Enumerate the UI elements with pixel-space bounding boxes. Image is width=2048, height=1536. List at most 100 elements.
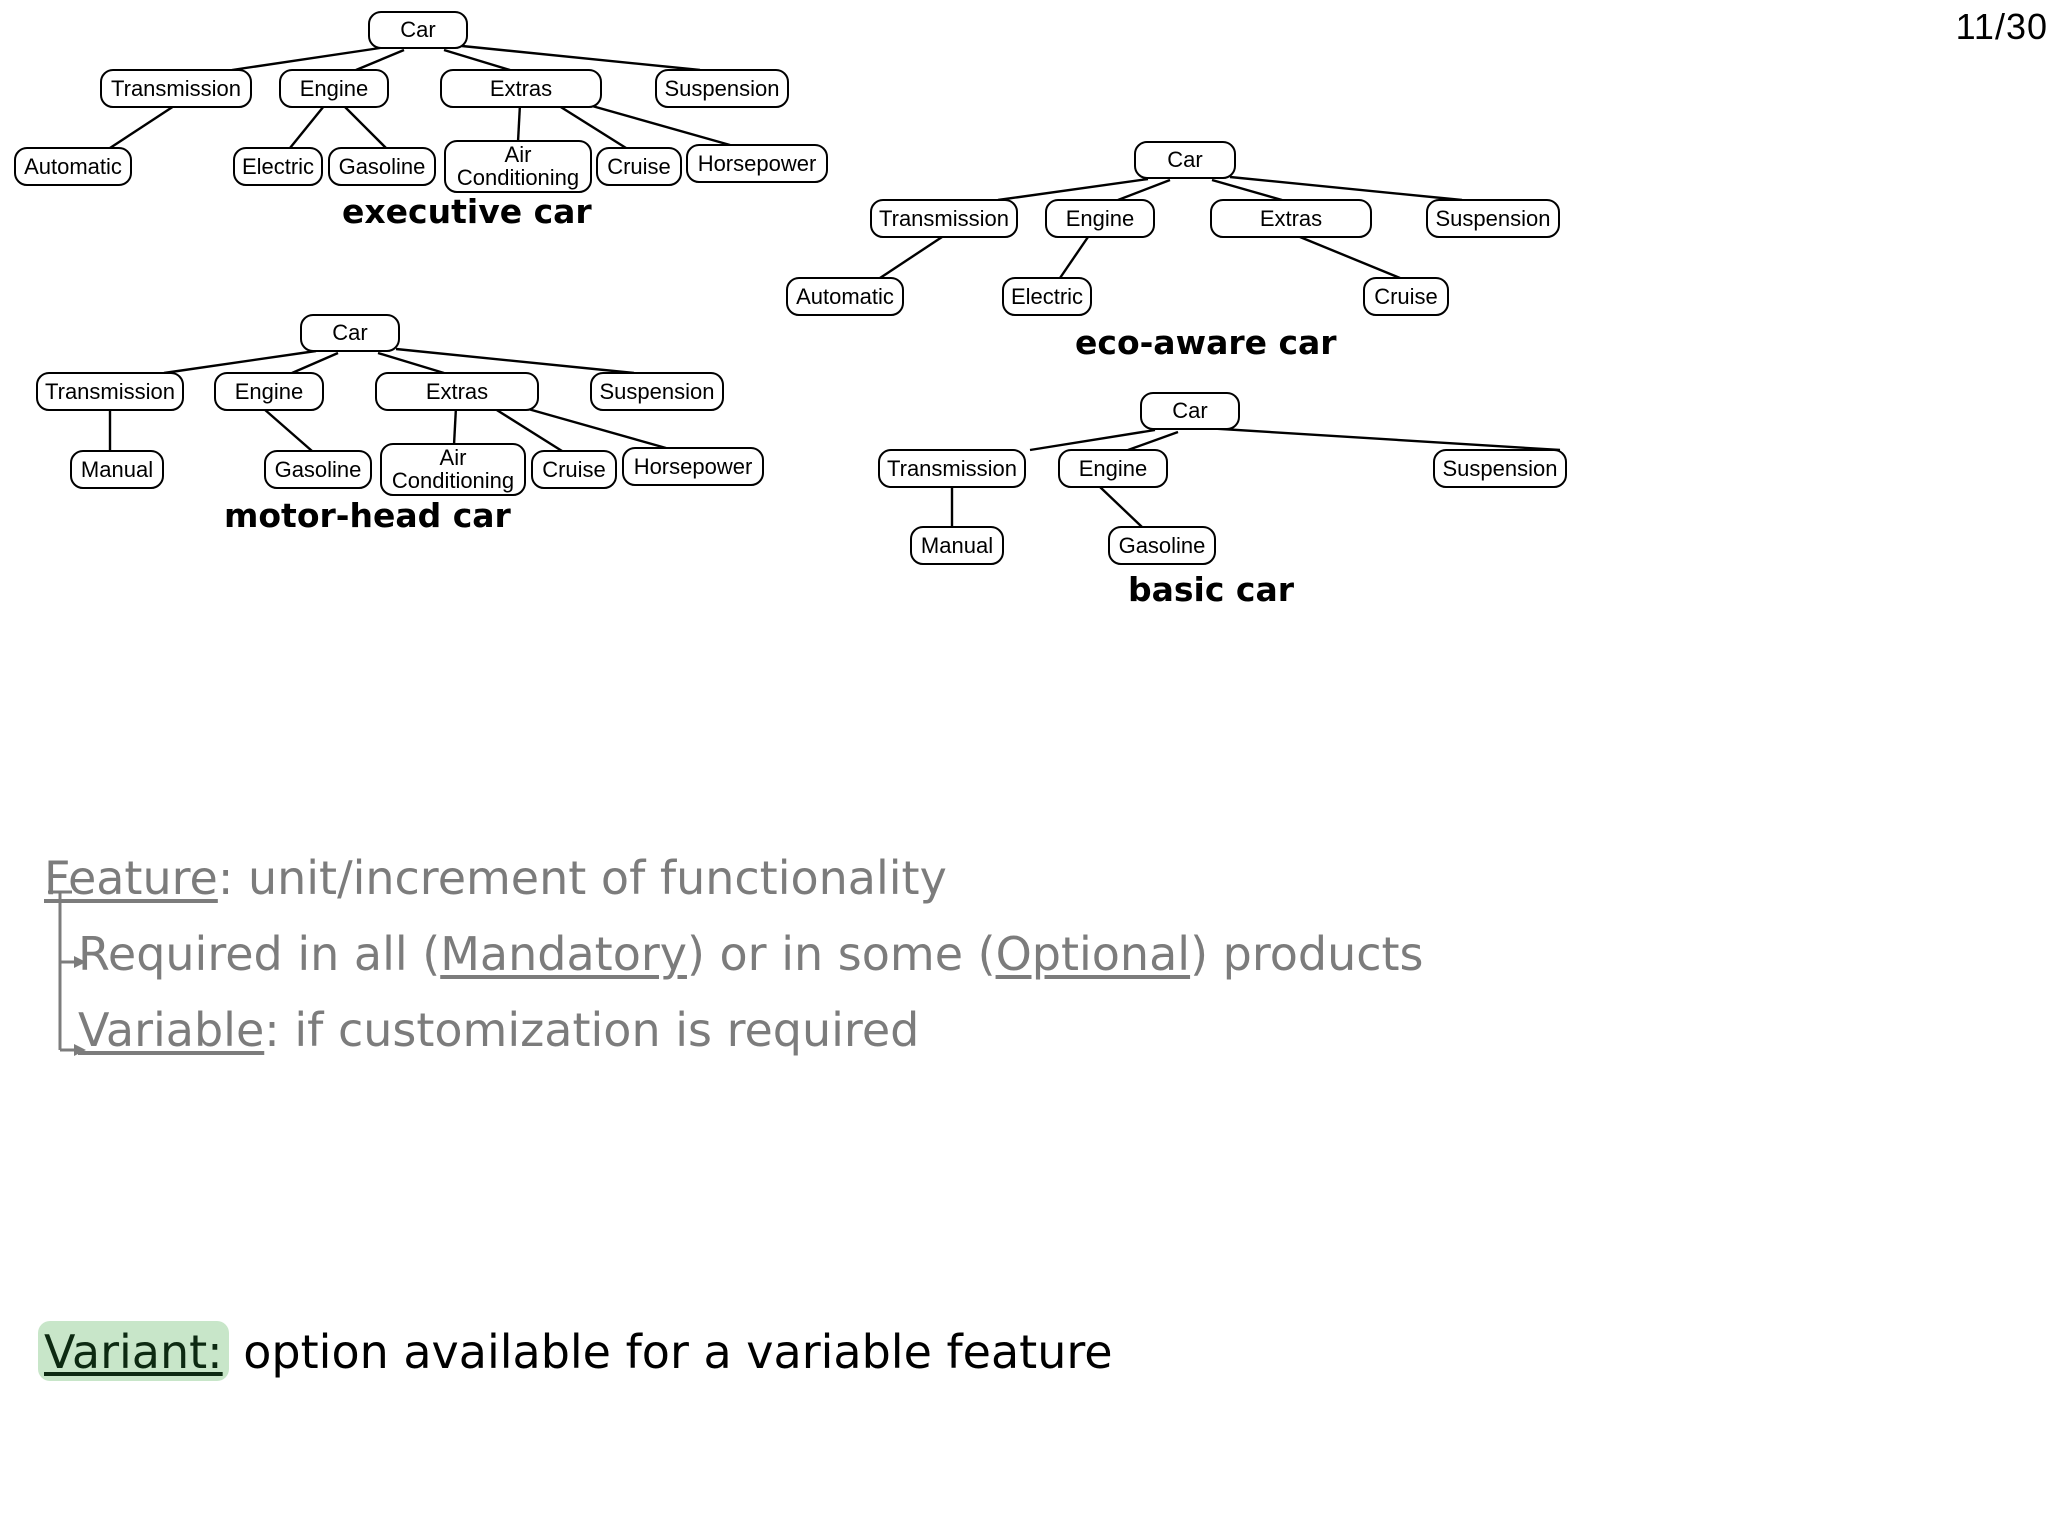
node-engine[interactable]: Engine: [1058, 449, 1168, 488]
node-transmission[interactable]: Transmission: [100, 69, 252, 108]
variable-term: Variable: [78, 1003, 265, 1057]
feature-description: : unit/increment of functionality: [217, 851, 947, 905]
node-label: Engine: [1065, 205, 1135, 231]
node-transmission[interactable]: Transmission: [870, 199, 1018, 238]
node-electric[interactable]: Electric: [1002, 277, 1092, 316]
caption-executive-car: executive car: [342, 192, 592, 231]
node-horsepower[interactable]: Horsepower: [622, 447, 764, 486]
node-suspension[interactable]: Suspension: [1433, 449, 1567, 488]
node-car[interactable]: Car: [368, 11, 468, 49]
node-automatic[interactable]: Automatic: [14, 147, 132, 186]
node-label: Cruise: [607, 153, 671, 179]
node-label: Transmission: [887, 455, 1017, 481]
node-automatic[interactable]: Automatic: [786, 277, 904, 316]
variant-description: option available for a variable feature: [228, 1325, 1113, 1379]
node-label: Car: [1167, 147, 1203, 173]
feature-tree-eco-aware-car: Car Transmission Engine Extras Suspensio…: [770, 140, 2048, 380]
feature-definition-block: Feature: unit/increment of functionality…: [44, 855, 1424, 1053]
node-gasoline[interactable]: Gasoline: [1108, 526, 1216, 565]
mandatory-optional-line: Required in all (Mandatory) or in some (…: [78, 931, 1424, 977]
node-label: Extras: [1259, 205, 1323, 231]
node-label: Electric: [241, 153, 315, 179]
variant-term-highlight: Variant:: [38, 1321, 229, 1381]
node-label: Gasoline: [1118, 532, 1206, 558]
tree-edges-motor-head-car: [108, 347, 667, 453]
node-label-line1: Air: [439, 445, 467, 471]
node-label: Horsepower: [633, 453, 753, 479]
node-label: Extras: [425, 378, 489, 404]
node-label-line2: Conditioning: [456, 164, 580, 190]
variable-line: Variable: if customization is required: [78, 1007, 1424, 1053]
node-electric[interactable]: Electric: [233, 147, 323, 186]
feature-tree-basic-car: Car Transmission Engine Suspension Manua…: [870, 390, 2048, 620]
node-engine[interactable]: Engine: [214, 372, 324, 411]
tree-edges-executive-car: [109, 44, 731, 150]
node-manual[interactable]: Manual: [910, 526, 1004, 565]
node-cruise[interactable]: Cruise: [596, 147, 682, 186]
node-label: Cruise: [1374, 283, 1438, 309]
mandatory-middle: ) or in some (: [686, 927, 996, 981]
node-air-conditioning[interactable]: Air Conditioning: [444, 140, 592, 193]
node-label-line1: Air: [504, 142, 532, 168]
node-air-conditioning[interactable]: Air Conditioning: [380, 443, 526, 496]
node-label: Manual: [80, 456, 154, 482]
node-label: Manual: [920, 532, 994, 558]
node-car[interactable]: Car: [1134, 141, 1236, 179]
variable-description: : if customization is required: [264, 1003, 920, 1057]
node-manual[interactable]: Manual: [70, 450, 164, 489]
node-extras[interactable]: Extras: [440, 69, 602, 108]
node-label: Gasoline: [338, 153, 426, 179]
node-label: Car: [1172, 398, 1208, 424]
node-label: Gasoline: [274, 456, 362, 482]
node-engine[interactable]: Engine: [1045, 199, 1155, 238]
node-label: Suspension: [599, 378, 715, 404]
node-engine[interactable]: Engine: [279, 69, 389, 108]
caption-eco-aware-car: eco-aware car: [1075, 323, 1337, 362]
node-label: Car: [332, 320, 368, 346]
node-cruise[interactable]: Cruise: [1363, 277, 1449, 316]
node-label: Transmission: [879, 205, 1009, 231]
feature-term: Feature: [44, 851, 218, 905]
tree-edges-eco-aware-car: [879, 175, 1463, 280]
feature-tree-motor-head-car: Car Transmission Engine Extras Suspensio…: [0, 303, 800, 563]
feature-tree-executive-car: Car Transmission Engine Extras Suspensio…: [0, 0, 860, 260]
node-label: Cruise: [542, 456, 606, 482]
node-gasoline[interactable]: Gasoline: [264, 450, 372, 489]
bullet-elbow-connectors: [48, 890, 86, 1056]
node-transmission[interactable]: Transmission: [878, 449, 1026, 488]
node-label: Engine: [1078, 455, 1148, 481]
node-label: Horsepower: [697, 150, 817, 176]
node-label: Suspension: [664, 75, 780, 101]
node-car[interactable]: Car: [300, 314, 400, 352]
page-number: 11/30: [1955, 6, 2048, 47]
node-gasoline[interactable]: Gasoline: [328, 147, 436, 186]
node-label: Engine: [299, 75, 369, 101]
node-label: Car: [400, 17, 436, 43]
node-label-line2: Conditioning: [391, 467, 515, 493]
mandatory-prefix: Required in all (: [78, 927, 441, 981]
node-transmission[interactable]: Transmission: [36, 372, 184, 411]
node-extras[interactable]: Extras: [375, 372, 539, 411]
node-label: Engine: [234, 378, 304, 404]
caption-basic-car: basic car: [1128, 570, 1294, 609]
node-label: Transmission: [45, 378, 175, 404]
mandatory-term: Mandatory: [440, 927, 687, 981]
node-label: Automatic: [24, 153, 122, 179]
node-suspension[interactable]: Suspension: [590, 372, 724, 411]
node-label: Electric: [1010, 283, 1084, 309]
node-extras[interactable]: Extras: [1210, 199, 1372, 238]
caption-motor-head-car: motor-head car: [224, 496, 511, 535]
feature-line: Feature: unit/increment of functionality: [44, 855, 1424, 901]
node-label: Suspension: [1442, 455, 1558, 481]
node-label: Transmission: [111, 75, 241, 101]
tree-edges-basic-car: [950, 426, 1561, 528]
mandatory-suffix: ) products: [1190, 927, 1424, 981]
node-cruise[interactable]: Cruise: [531, 450, 617, 489]
optional-term: Optional: [995, 927, 1191, 981]
node-label: Suspension: [1435, 205, 1551, 231]
variant-definition-line: Variant: option available for a variable…: [38, 1321, 1113, 1381]
node-horsepower[interactable]: Horsepower: [686, 144, 828, 183]
node-suspension[interactable]: Suspension: [1426, 199, 1560, 238]
node-suspension[interactable]: Suspension: [655, 69, 789, 108]
node-car[interactable]: Car: [1140, 392, 1240, 430]
